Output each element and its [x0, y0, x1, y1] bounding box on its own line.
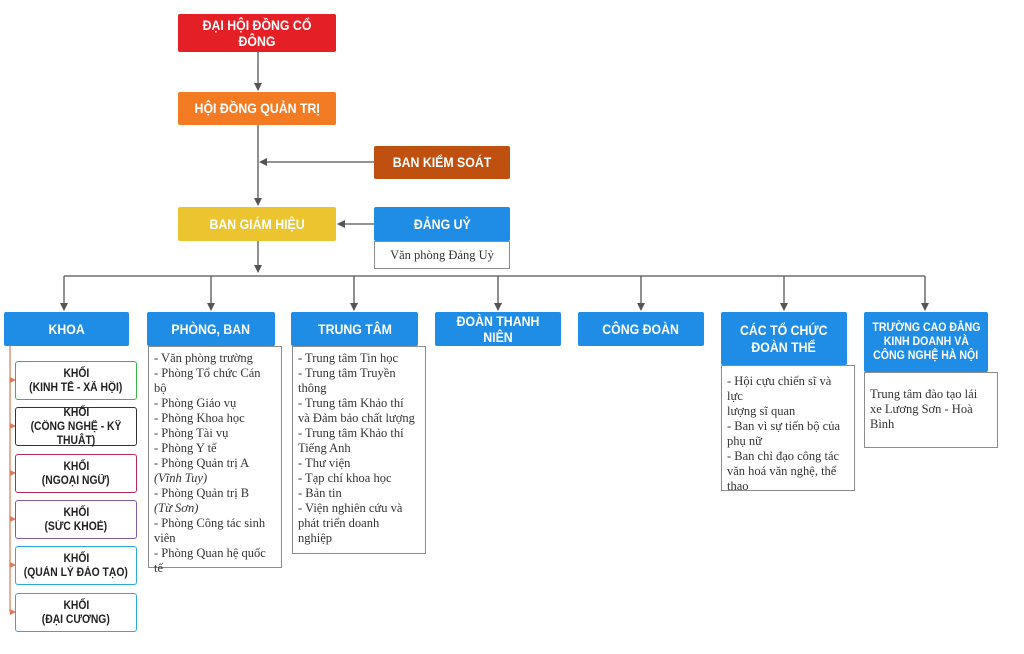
list-item: Tiếng Anh — [298, 441, 351, 455]
list-item: - Tạp chí khoa học — [298, 471, 392, 485]
list-item: xe Lương Sơn - Hoà — [870, 402, 973, 416]
list-item: - Văn phòng trường — [154, 351, 253, 365]
list-item: - Trung tâm Tin học — [298, 351, 399, 365]
list-item: - Phòng Công tác sinh — [154, 516, 266, 530]
party-box: ĐẢNG UỶ — [374, 207, 510, 241]
list-item: - Trung tâm Truyền — [298, 366, 396, 380]
board-box: HỘI ĐỒNG QUẢN TRỊ — [178, 92, 336, 125]
khoi-title: KHỐI — [63, 367, 89, 380]
list-item: tế — [154, 561, 164, 575]
khoi-subtitle: (KINH TẾ - XÃ HỘI) — [29, 381, 123, 394]
trung-tam-list: - Trung tâm Tin học - Trung tâm Truyền t… — [292, 346, 426, 554]
doan-thanh-nien-label: ĐOÀN THANH NIÊN — [456, 312, 540, 345]
khoi-title: KHỐI — [63, 460, 89, 473]
khoa-label: KHOA — [48, 320, 85, 337]
khoi-kinh-te: KHỐI (KINH TẾ - XÃ HỘI) — [15, 361, 137, 400]
khoi-cong-nghe: KHỐI (CÔNG NGHỆ - KỸ THUẬT) — [15, 406, 137, 447]
rectorate-box: BAN GIÁM HIỆU — [178, 207, 336, 241]
to-chuc-label-1: CÁC TỔ CHỨC — [740, 322, 828, 339]
trung-tam-label: TRUNG TÂM — [317, 320, 392, 337]
khoi-subtitle: (NGOẠI NGỮ) — [42, 474, 110, 487]
list-item: (Vĩnh Tuy) — [154, 471, 208, 485]
board-label: HỘI ĐỒNG QUẢN TRỊ — [194, 100, 320, 117]
list-item: - Ban vì sự tiến bộ của — [727, 419, 841, 433]
list-item: (Từ Sơn) — [154, 501, 199, 515]
supervisory-label: BAN KIỂM SOÁT — [392, 154, 492, 171]
list-item: - Ban chỉ đạo công tác — [727, 449, 840, 463]
truong-label-1: TRƯỜNG CAO ĐẲNG — [871, 320, 981, 335]
khoi-title: KHỐI — [63, 406, 89, 419]
list-item: phụ nữ — [727, 434, 762, 448]
list-item: phát triển doanh — [298, 516, 380, 530]
list-item: - Phòng Quan hệ quốc — [154, 546, 266, 560]
khoi-title: KHỐI — [63, 599, 89, 612]
khoi-subtitle: (SỨC KHOẺ) — [44, 520, 108, 533]
khoi-title: KHỐI — [63, 506, 89, 519]
list-item: lượng sĩ quan — [727, 404, 796, 418]
list-item: nghiệp — [298, 531, 333, 545]
list-item: thông — [298, 381, 327, 395]
list-item: - Hội cựu chiến sĩ và lực — [727, 374, 832, 403]
list-item: thao — [727, 479, 749, 493]
party-office-box: Văn phòng Đảng Uỷ — [374, 241, 510, 269]
list-item: - Phòng Khoa học — [154, 411, 245, 425]
rectorate-label: BAN GIÁM HIỆU — [209, 215, 305, 232]
phong-ban-box: PHÒNG, BAN — [147, 312, 275, 346]
list-item: - Thư viện — [298, 456, 351, 470]
list-item: - Trung tâm Khảo thí — [298, 396, 404, 410]
general-meeting-label: ĐẠI HỘI ĐỒNG CỔ ĐÔNG — [202, 16, 312, 49]
khoi-suc-khoe: KHỐI (SỨC KHOẺ) — [15, 500, 137, 539]
truong-box: TRƯỜNG CAO ĐẲNG KINH DOANH VÀ CÔNG NGHỆ … — [864, 312, 988, 372]
list-item: và Đảm bảo chất lượng — [298, 411, 415, 425]
khoi-subtitle: (ĐẠI CƯƠNG) — [41, 613, 111, 626]
list-item: Bình — [870, 417, 895, 431]
to-chuc-box: CÁC TỔ CHỨC ĐOÀN THỂ — [721, 312, 847, 365]
khoi-title: KHỐI — [63, 552, 89, 565]
khoi-subtitle: (QUẢN LÝ ĐÀO TẠO) — [23, 566, 129, 579]
truong-label-3: CÔNG NGHỆ HÀ NỘI — [873, 347, 979, 362]
truong-label-2: KINH DOANH VÀ — [883, 334, 969, 349]
khoi-ngoai-ngu: KHỐI (NGOẠI NGỮ) — [15, 454, 137, 493]
list-item: - Viện nghiên cứu và — [298, 501, 403, 515]
trung-tam-box: TRUNG TÂM — [291, 312, 418, 346]
phong-ban-list: - Văn phòng trường - Phòng Tổ chức Cán b… — [148, 346, 282, 575]
general-meeting-box: ĐẠI HỘI ĐỒNG CỔ ĐÔNG — [178, 14, 336, 52]
list-item: Trung tâm đào tạo lái — [870, 387, 978, 401]
to-chuc-label-2: ĐOÀN THỂ — [751, 338, 817, 355]
list-item: - Phòng Tài vụ — [154, 426, 229, 440]
list-item: viên — [154, 531, 176, 545]
list-item: - Phòng Y tế — [154, 441, 217, 455]
list-item: - Phòng Quản trị B — [154, 486, 250, 500]
list-item: - Phòng Tổ chức Cán bộ — [154, 366, 261, 395]
supervisory-box: BAN KIỂM SOÁT — [374, 146, 510, 179]
list-item: - Phòng Giáo vụ — [154, 396, 237, 410]
cong-doan-label: CÔNG ĐOÀN — [602, 320, 680, 337]
khoa-box: KHOA — [4, 312, 129, 346]
khoi-subtitle: (CÔNG NGHỆ - KỸ THUẬT) — [30, 420, 122, 447]
party-office-label: Văn phòng Đảng Uỷ — [390, 247, 494, 262]
list-item: - Bản tin — [298, 486, 342, 500]
truong-list: Trung tâm đào tạo lái xe Lương Sơn - Hoà… — [864, 372, 998, 448]
khoi-quan-ly-dao-tao: KHỐI (QUẢN LÝ ĐÀO TẠO) — [15, 546, 137, 585]
phong-ban-label: PHÒNG, BAN — [171, 320, 251, 337]
khoi-dai-cuong: KHỐI (ĐẠI CƯƠNG) — [15, 593, 137, 632]
list-item: - Trung tâm Khảo thí — [298, 426, 404, 440]
party-label: ĐẢNG UỶ — [413, 215, 471, 232]
cong-doan-box: CÔNG ĐOÀN — [578, 312, 704, 346]
list-item: - Phòng Quản trị A — [154, 456, 250, 470]
to-chuc-list: - Hội cựu chiến sĩ và lực lượng sĩ quan … — [721, 365, 855, 493]
list-item: văn hoá văn nghệ, thể — [727, 464, 837, 478]
doan-thanh-nien-box: ĐOÀN THANH NIÊN — [435, 312, 561, 346]
